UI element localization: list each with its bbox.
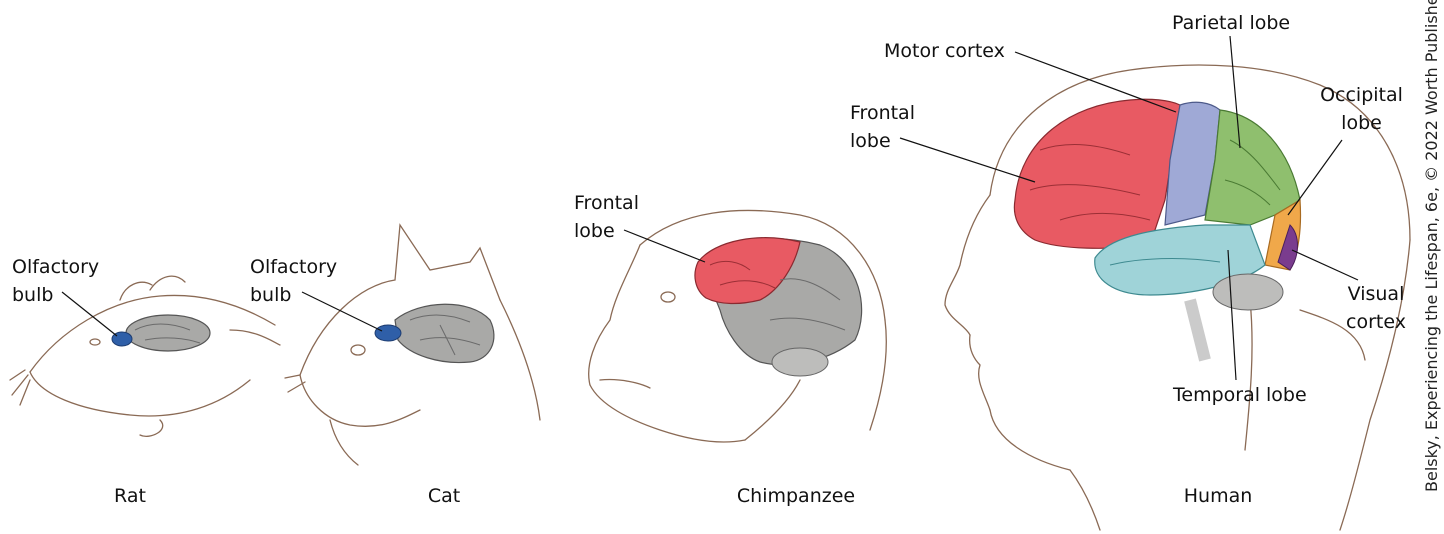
human-motor-label: Motor cortex (884, 40, 1005, 62)
human-parietal-label: Parietal lobe (1172, 12, 1291, 34)
rat-brain (111, 314, 211, 352)
cat-sketch (284, 223, 541, 466)
caption-chimpanzee: Chimpanzee (736, 485, 856, 507)
cat-olfactory-bulb (374, 324, 402, 342)
chimp-sketch (588, 209, 887, 443)
human-motor-cortex (1164, 101, 1221, 226)
human-frontal-lobe (1013, 98, 1181, 249)
human-brain (1013, 98, 1302, 362)
cat-brain (374, 303, 495, 364)
rat-sketch (9, 275, 281, 437)
human-parietal-lobe (1204, 109, 1301, 226)
caption-rat: Rat (114, 485, 146, 507)
credit-line: Belsky, Experiencing the Lifespan, 6e, ©… (1422, 0, 1441, 492)
human-temporal-label: Temporal lobe (1173, 384, 1307, 406)
caption-human: Human (1183, 485, 1253, 507)
leader-lines (61, 35, 1359, 381)
caption-cat: Cat (427, 485, 461, 507)
chimp-brain (694, 237, 863, 377)
